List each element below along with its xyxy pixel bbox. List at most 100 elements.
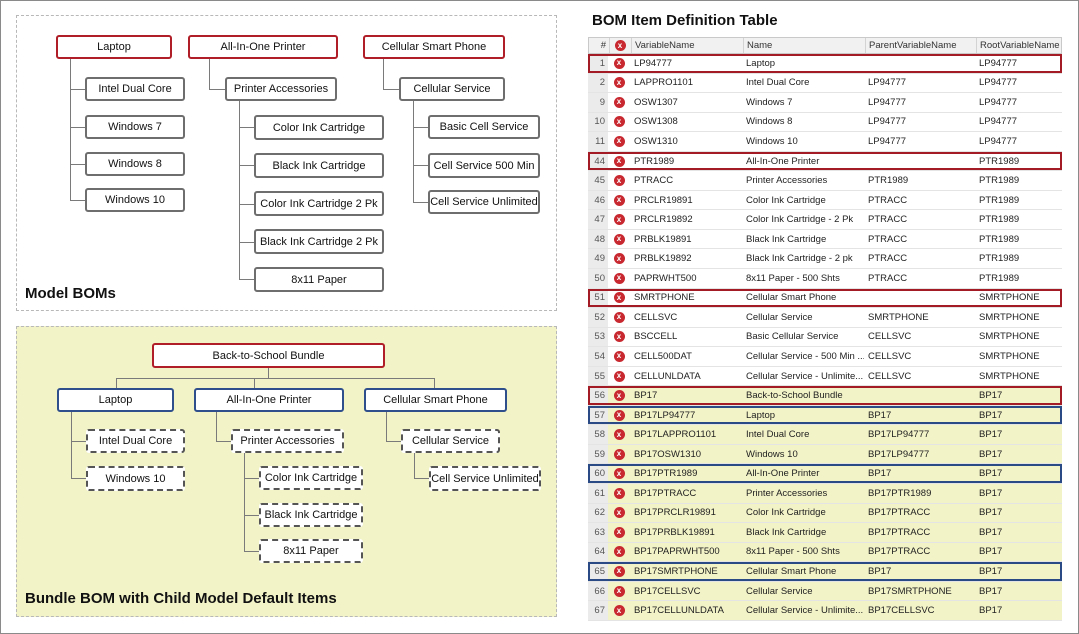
row-status-cell: x	[611, 406, 627, 425]
cell-root-variable-name: LP94777	[979, 135, 1018, 147]
cell-parent-variable-name: BP17SMRTPHONE	[868, 585, 952, 597]
cell-parent-variable-name: BP17PTRACC	[868, 526, 931, 538]
row-number: 10	[588, 112, 608, 132]
row-status-cell: x	[611, 484, 627, 503]
cell-variable-name: BP17PAPRWHT500	[634, 546, 720, 558]
row-status-cell: x	[611, 504, 627, 523]
table-title: BOM Item Definition Table	[592, 12, 778, 29]
row-status-cell: x	[611, 171, 627, 190]
cell-name: Windows 7	[746, 96, 793, 108]
model-cell-service-unlimited-node: Cell Service Unlimited	[428, 190, 540, 214]
cell-root-variable-name: PTR1989	[979, 175, 1020, 187]
cell-name: Laptop	[746, 57, 776, 69]
row-status-cell: x	[611, 74, 627, 93]
cell-variable-name: PTR1989	[634, 155, 675, 167]
cell-variable-name: PTRACC	[634, 175, 674, 187]
row-number: 45	[588, 171, 608, 190]
model-laptop-node: Laptop	[56, 35, 172, 59]
row-number: 9	[588, 93, 608, 112]
header-root-variable-name[interactable]: RootVariableName	[980, 40, 1060, 51]
header-name[interactable]: Name	[747, 40, 773, 51]
bundle-phone-node: Cellular Smart Phone	[364, 388, 507, 412]
model-cell-service-500-node: Cell Service 500 Min	[428, 153, 540, 178]
model-intel-dual-core-node: Intel Dual Core	[85, 77, 185, 101]
bundle-intel-dual-core-node: Intel Dual Core	[86, 429, 185, 453]
cell-name: Cellular Service	[746, 311, 813, 323]
model-phone-node: Cellular Smart Phone	[363, 35, 505, 59]
cell-parent-variable-name: CELLSVC	[868, 370, 912, 382]
model-black-ink-2pk-node: Black Ink Cartridge 2 Pk	[254, 229, 384, 254]
table-header: # x VariableName Name ParentVariableName…	[588, 37, 1062, 54]
cell-variable-name: BP17PTR1989	[634, 468, 698, 480]
row-status-cell: x	[611, 445, 627, 464]
row-status-cell: x	[611, 523, 627, 542]
cell-name: Windows 10	[746, 448, 798, 460]
bundle-bom-title: Bundle BOM with Child Model Default Item…	[25, 590, 337, 607]
row-status-cell: x	[611, 249, 627, 268]
row-status-cell: x	[611, 386, 627, 405]
cell-root-variable-name: BP17	[979, 565, 1003, 577]
cell-variable-name: BP17CELLSVC	[634, 585, 701, 597]
row-number: 52	[588, 308, 608, 327]
error-x-icon: x	[613, 272, 625, 284]
header-variable-name[interactable]: VariableName	[635, 40, 695, 51]
error-x-icon: x	[613, 448, 625, 460]
row-number: 59	[588, 444, 608, 464]
model-windows-7-node: Windows 7	[85, 115, 185, 139]
bundle-printer-accessories-node: Printer Accessories	[231, 429, 344, 453]
cell-name: Black Ink Cartridge - 2 pk	[746, 253, 853, 265]
row-number: 54	[588, 347, 608, 366]
header-parent-variable-name[interactable]: ParentVariableName	[869, 40, 957, 51]
row-status-cell: x	[611, 54, 627, 73]
cell-parent-variable-name: CELLSVC	[868, 350, 912, 362]
error-x-icon: x	[613, 468, 625, 480]
error-x-icon: x	[613, 370, 625, 382]
cell-variable-name: CELL500DAT	[634, 350, 692, 362]
error-x-icon: x	[613, 135, 625, 147]
row-status-cell: x	[611, 191, 627, 210]
cell-variable-name: BP17LP94777	[634, 409, 696, 421]
cell-parent-variable-name: LP94777	[868, 116, 907, 128]
error-x-icon: x	[613, 77, 625, 89]
cell-variable-name: PRBLK19892	[634, 253, 692, 265]
header-num[interactable]: #	[589, 38, 609, 53]
error-x-icon: x	[613, 233, 625, 245]
row-status-cell: x	[611, 601, 627, 620]
cell-parent-variable-name: SMRTPHONE	[868, 311, 929, 323]
error-x-icon: x	[613, 350, 625, 362]
row-status-cell: x	[611, 464, 627, 483]
cell-root-variable-name: BP17	[979, 468, 1003, 480]
header-status-icon[interactable]: x	[612, 38, 628, 53]
cell-root-variable-name: BP17	[979, 605, 1003, 617]
cell-root-variable-name: LP94777	[979, 77, 1018, 89]
